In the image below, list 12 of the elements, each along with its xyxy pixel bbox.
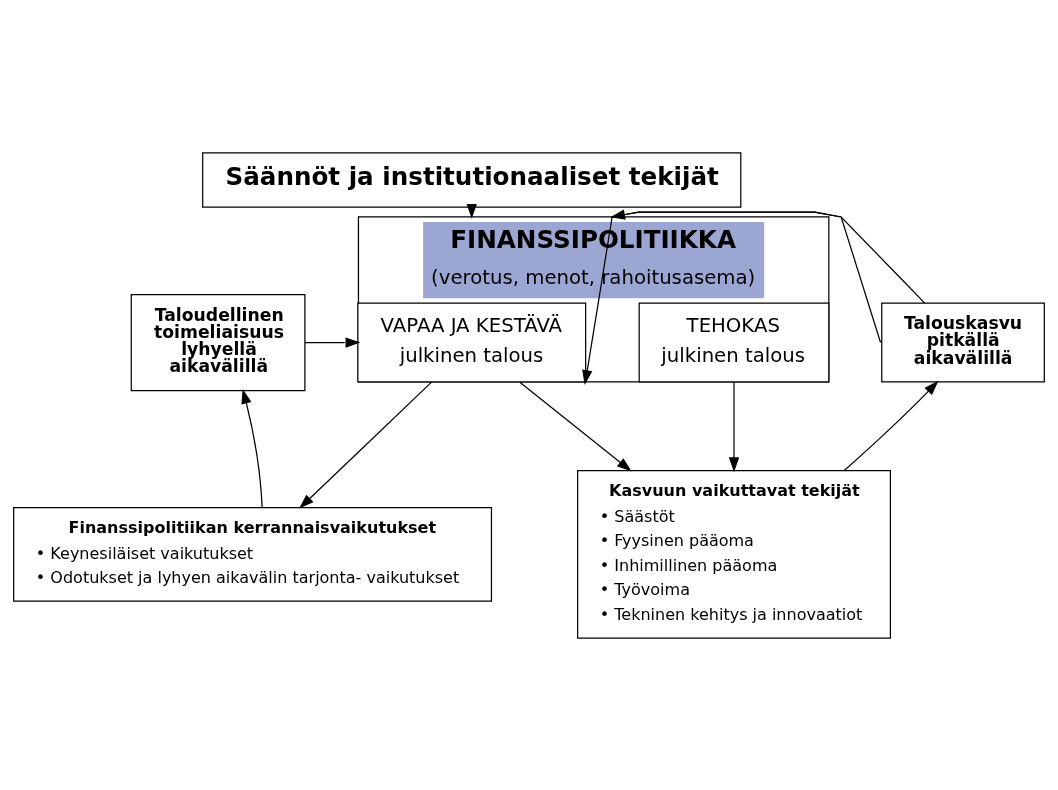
arrow [728,381,740,472]
arrow [304,336,361,348]
node-box: Kasvuun vaikuttavat tekijät • Säästöt • Fyysinen pääoma • Inhimillinen pääoma • Työvoima • Tekninen kehitys ja innovaatiot [577,469,891,639]
arrow [519,381,632,471]
node-box: Taloudellinen toimeliaisuus lyhyellä aikavälillä [130,293,306,391]
node-box: Talouskasvu pitkällä aikavälillä [881,302,1045,383]
arrow [241,388,263,508]
arrow [299,381,433,509]
node-box: Finanssipolitiikan kerrannaisvaikutukset • Keynesiläiset vaikutukset • Odotukset ja lyhyen aikavälin tarjonta- vaikutukset [13,506,493,602]
arrow [843,380,939,471]
node-box: TEHOKAS julkinen talous [638,302,830,383]
node-box: VAPAA JA KESTÄVÄ julkinen talous [357,302,587,383]
